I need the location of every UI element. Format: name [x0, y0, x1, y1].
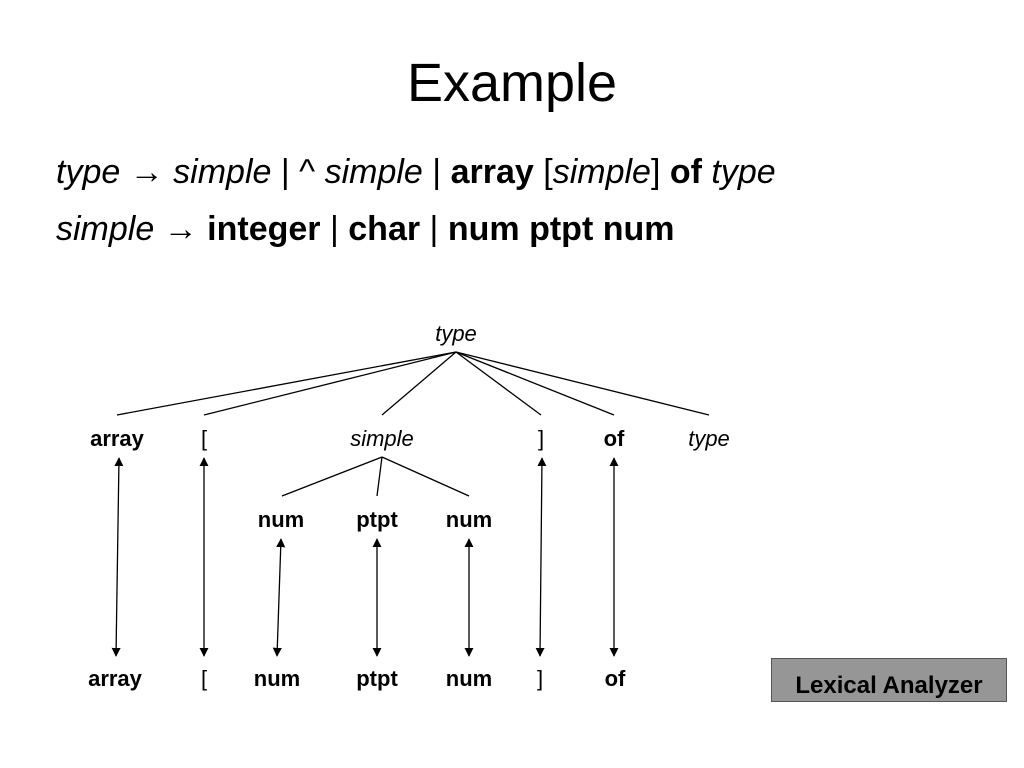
- rule-lbracket: [: [543, 153, 553, 191]
- token-of: of: [605, 666, 626, 691]
- slide-title: Example: [406, 53, 618, 113]
- tree-node-array: array: [90, 426, 145, 451]
- simple-edges: [281, 456, 470, 497]
- token-ptpt: ptpt: [356, 666, 398, 691]
- edge-root-lbracket: [203, 351, 457, 416]
- rule-alt-simple: simple: [173, 153, 272, 191]
- token-arrows: [111, 457, 619, 657]
- rule-separator: |: [429, 210, 439, 248]
- rule-tail-type: type: [711, 153, 776, 191]
- rule-keyword-of: of: [669, 153, 702, 191]
- tree-node-of: of: [604, 426, 625, 451]
- grammar-rule-simple: simple → integer | char | num ptpt num: [56, 210, 675, 249]
- root-edges: [116, 351, 710, 416]
- tree-root-type: type: [435, 321, 477, 346]
- edge-simple-num: [281, 456, 383, 497]
- rule-arrow: →: [129, 153, 164, 191]
- rule-keyword-ptpt: ptpt: [529, 210, 594, 248]
- rule-separator: |: [432, 153, 442, 191]
- tree-node-rbracket: ]: [538, 426, 544, 451]
- tree-node-type: type: [688, 426, 730, 451]
- arrow-num: [272, 538, 286, 657]
- token-num: num: [446, 666, 492, 691]
- rule-keyword-num: num: [447, 210, 520, 248]
- rule-separator: |: [280, 153, 290, 191]
- grammar-rule-type: type → simple | ^ simple | array [simple…: [56, 153, 776, 192]
- edge-root-array: [116, 351, 457, 416]
- rule-separator: |: [329, 210, 339, 248]
- edge-root-type: [455, 351, 710, 416]
- arrow-array: [111, 457, 124, 657]
- token-lbracket: [: [201, 666, 207, 691]
- rule-inner-simple: simple: [552, 153, 651, 191]
- edge-simple-num: [381, 456, 470, 497]
- arrow-rbracket: [535, 457, 547, 657]
- rule-lhs: type: [56, 153, 121, 191]
- tree-node-simple: simple: [350, 426, 414, 451]
- rule-keyword-char: char: [348, 210, 421, 248]
- rule-rbracket: ]: [650, 153, 661, 191]
- token-num: num: [254, 666, 300, 691]
- rule-keyword-num: num: [602, 210, 675, 248]
- edge-root-of: [455, 351, 615, 416]
- tree-node-lbracket: [: [201, 426, 207, 451]
- rule-keyword-array: array: [450, 153, 534, 191]
- token-array: array: [88, 666, 143, 691]
- rule-arrow: →: [163, 210, 198, 248]
- rule-lhs: simple: [56, 210, 155, 248]
- edge-root-rbracket: [455, 351, 542, 416]
- rule-keyword-integer: integer: [207, 210, 321, 248]
- tree-node-ptpt: ptpt: [356, 507, 398, 532]
- edge-root-simple: [381, 351, 457, 416]
- rule-alt-pointer-simple: simple: [324, 153, 423, 191]
- lexical-analyzer-box: Lexical Analyzer: [771, 658, 1007, 702]
- tree-node-num: num: [446, 507, 492, 532]
- edge-simple-ptpt: [376, 456, 383, 497]
- tree-node-num: num: [258, 507, 304, 532]
- token-rbracket: ]: [537, 666, 543, 691]
- rule-caret: ^: [299, 153, 316, 191]
